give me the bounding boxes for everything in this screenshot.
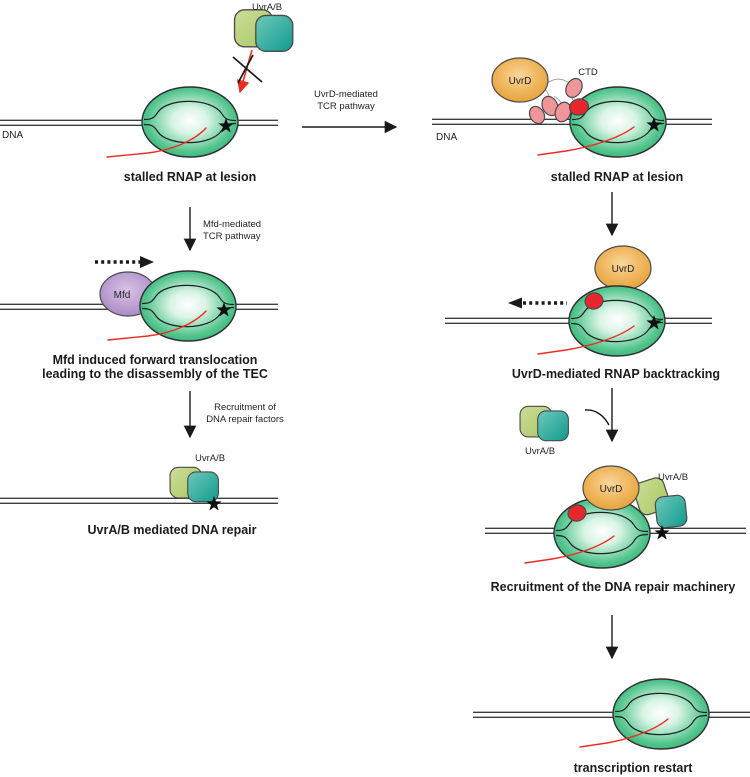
uvrd-label: UvrD [612,264,635,275]
panel-mfd-translocation: Mfd Mfd induced forward translocation le… [0,256,278,381]
repair-recruitment-arrow: Recruitment of DNA repair factors [183,391,284,439]
recruitment-label-1: Recruitment of [214,402,276,413]
merge-arrow-curve [584,409,610,426]
uvrab-complex [169,466,219,503]
dna-label: DNA [436,132,457,143]
rna-transcript [106,127,207,158]
panel-uvrab-repair: UvrA/B UvrA/B mediated DNA repair [0,453,278,537]
uvrab-complex-free [519,405,569,442]
uvrd-label: UvrD [509,76,532,87]
uvrd-label: UvrD [600,484,623,495]
translocation-arrow-head [140,256,154,268]
ctd-domain-bound [567,504,587,522]
uvrb-subunit [654,494,688,529]
panel-stalled-rnap-left: DNA UvrA/B stalled RNAP at lesion [0,2,294,184]
caption-stalled-left: stalled RNAP at lesion [124,170,256,184]
uvrab-complex [233,9,294,52]
blocked-binding-arrow [237,49,253,94]
uvrd-pathway-label-2: TCR pathway [317,101,375,112]
panel-uvrd-backtracking: UvrD UvrD-mediated RNAP backtracking [445,245,720,443]
panel-transcription-restart: transcription restart [473,678,750,775]
rna-transcript [107,310,207,341]
caption-restart: transcription restart [574,761,694,775]
uvrab-label: UvrA/B [195,453,225,464]
ctd-domain [541,95,559,117]
dna-label: DNA [2,130,23,141]
ctd-domain [565,77,583,99]
caption-uvrab-repair: UvrA/B mediated DNA repair [87,523,256,537]
mfd-pathway-label-1: Mfd-mediated [203,219,261,230]
backtrack-arrow-head [508,297,522,309]
uvrd-pathway-arrow: UvrD-mediated TCR pathway [302,89,398,134]
ctd-domain [554,101,572,123]
caption-mfd-2: leading to the disassembly of the TEC [42,367,268,381]
recruitment-label-2: DNA repair factors [206,414,284,425]
ctd-domain-bound [568,98,590,116]
caption-backtracking: UvrD-mediated RNAP backtracking [512,367,720,381]
rna-transcript [579,718,669,748]
cross-out-icon [232,56,263,83]
rna-transcript [524,535,615,564]
caption-stalled-right: stalled RNAP at lesion [551,170,683,184]
mfd-pathway-arrow: Mfd-mediated TCR pathway [183,207,261,252]
cross-out-icon [237,54,254,84]
caption-mfd-1: Mfd induced forward translocation [53,353,258,367]
uvrd-ellipse [491,57,549,103]
panel-stalled-rnap-right: DNA UvrD CTD stalled RNAP at lesion [432,57,712,237]
ctd-domain [528,105,546,125]
uvrd-ellipse [582,465,640,511]
uvrab-label: UvrA/B [252,2,282,13]
uvrab-label: UvrA/B [525,446,555,457]
ctd-label: CTD [578,67,598,78]
mfd-label: Mfd [114,290,131,301]
mfd-pathway-label-2: TCR pathway [203,231,261,242]
rnap-ellipse [141,86,239,158]
rna-transcript [537,325,635,355]
caption-recruitment: Recruitment of the DNA repair machinery [491,580,736,594]
rnap-ellipse [569,86,667,158]
rnap-ellipse [139,270,237,342]
uvrd-pathway-label-1: UvrD-mediated [314,89,378,100]
rna-transcript [537,126,635,156]
uvrab-label: UvrA/B [658,472,688,483]
ctd-domain-bound [584,292,604,310]
panel-recruitment-machinery: UvrA/B UvrD UvrA/B Recruitment of the DN… [485,405,746,660]
